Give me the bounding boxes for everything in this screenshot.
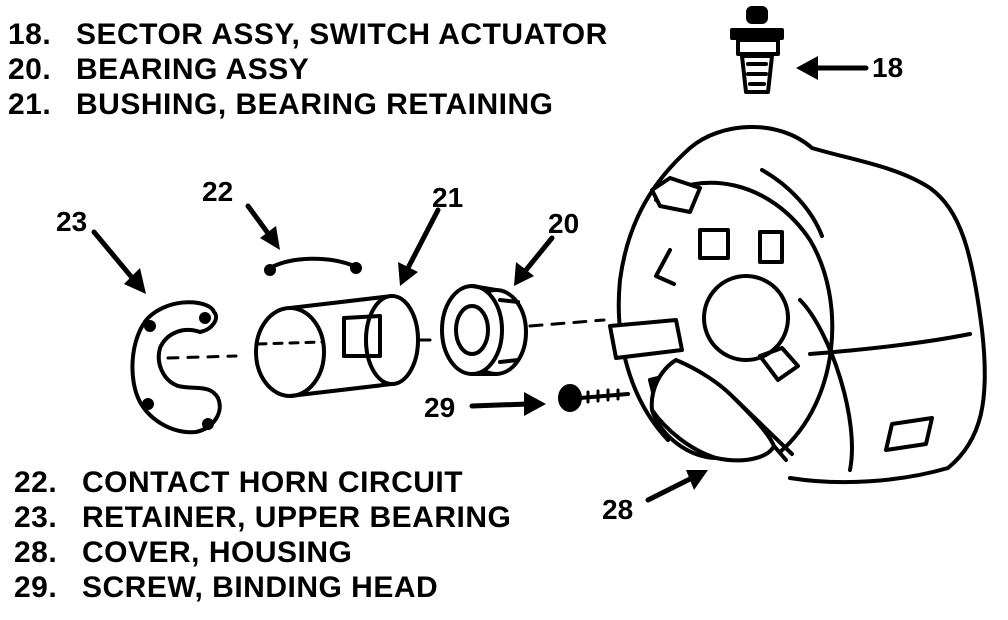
legend-text: SCREW, BINDING HEAD — [82, 571, 439, 604]
center-axis — [166, 318, 606, 360]
binding-head-screw-part-29 — [558, 384, 630, 412]
callout-28: 28 — [602, 494, 634, 525]
legend-text: RETAINER, UPPER BEARING — [82, 501, 512, 534]
legend-text: CONTACT HORN CIRCUIT — [82, 466, 464, 499]
legend-item: 29. SCREW, BINDING HEAD — [14, 571, 511, 606]
arrow-18 — [796, 56, 869, 80]
callout-21: 21 — [432, 182, 464, 213]
bushing-part-21 — [254, 294, 420, 398]
arrow-21 — [398, 207, 441, 286]
legend-number: 21. — [8, 88, 52, 121]
legend-bottom: 22. CONTACT HORN CIRCUIT 23. RETAINER, UPP… — [14, 466, 511, 606]
callout-18: 18 — [872, 52, 904, 83]
horn-contact-part-22 — [264, 256, 362, 276]
callout-29: 29 — [424, 392, 456, 423]
arrow-20 — [514, 235, 555, 286]
arrow-22 — [245, 203, 280, 250]
legend-item: 18. SECTOR ASSY, SWITCH ACTUATOR — [8, 18, 608, 53]
bearing-assy-part-20 — [440, 284, 528, 376]
legend-number: 18. — [8, 18, 52, 51]
upper-bearing-retainer-part-23 — [130, 300, 222, 435]
housing-cover-part-28 — [649, 358, 794, 463]
callout-22: 22 — [202, 176, 234, 207]
legend-number: 23. — [14, 501, 58, 534]
legend-text: BUSHING, BEARING RETAINING — [76, 88, 554, 121]
legend-item: 21. BUSHING, BEARING RETAINING — [8, 88, 608, 123]
legend-item: 22. CONTACT HORN CIRCUIT — [14, 466, 511, 501]
legend-top: 18. SECTOR ASSY, SWITCH ACTUATOR 20. BEARI… — [8, 18, 608, 123]
legend-number: 29. — [14, 571, 58, 604]
legend-text: COVER, HOUSING — [82, 536, 353, 569]
legend-item: 20. BEARING ASSY — [8, 53, 608, 88]
arrow-23 — [91, 229, 146, 294]
arrow-28 — [645, 470, 708, 503]
column-housing — [608, 125, 987, 485]
arrow-29 — [469, 392, 546, 416]
legend-number: 20. — [8, 53, 52, 86]
sector-assy-part-18 — [730, 6, 784, 94]
legend-number: 28. — [14, 536, 58, 569]
legend-item: 28. COVER, HOUSING — [14, 536, 511, 571]
legend-text: BEARING ASSY — [76, 53, 310, 86]
callout-23: 23 — [56, 206, 88, 237]
legend-text: SECTOR ASSY, SWITCH ACTUATOR — [76, 18, 608, 51]
legend-item: 23. RETAINER, UPPER BEARING — [14, 501, 511, 536]
legend-number: 22. — [14, 466, 58, 499]
callout-20: 20 — [548, 208, 580, 239]
